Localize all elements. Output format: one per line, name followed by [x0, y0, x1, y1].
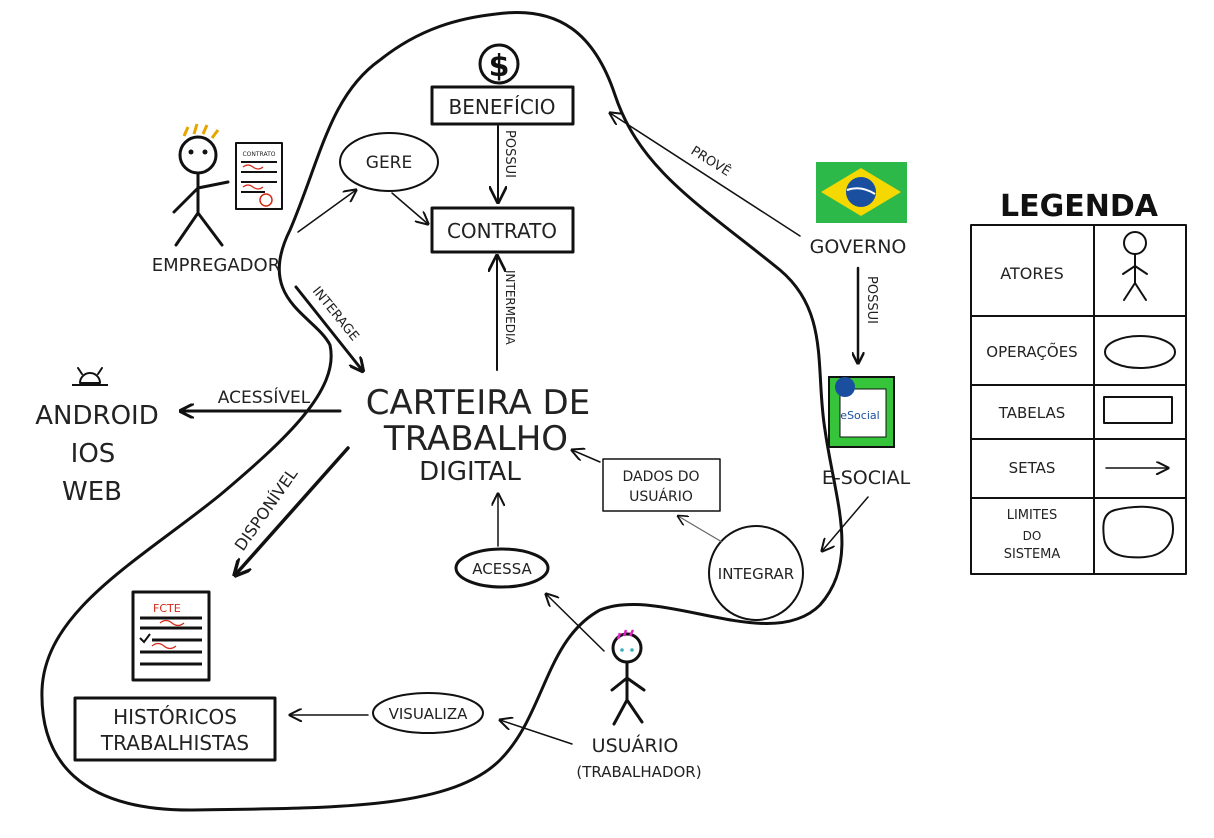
- svg-text:FCTE: FCTE: [153, 602, 181, 615]
- legend-table: [970, 224, 1187, 575]
- beneficio-label: BENEFÍCIO: [449, 95, 556, 119]
- platform-ios: IOS: [71, 439, 116, 469]
- svg-text:CONTRATO: CONTRATO: [242, 151, 275, 158]
- governo-label: GOVERNO: [810, 236, 907, 258]
- legend-row-label: TABELAS: [998, 404, 1066, 422]
- contract-document-icon: CONTRATO: [235, 142, 283, 210]
- carteira-title-line3: DIGITAL: [419, 457, 521, 487]
- platform-web: WEB: [62, 477, 122, 507]
- platform-android: ANDROID: [35, 401, 158, 431]
- svg-text:eSocial: eSocial: [840, 409, 879, 422]
- usuario-label-line1: USUÁRIO: [592, 734, 679, 757]
- acessivel-edge-label: ACESSÍVEL: [218, 386, 311, 408]
- carteira-title-line1: CARTEIRA DE: [366, 383, 590, 423]
- dados-usuario-table: [602, 458, 721, 512]
- esocial-to-integrar-arrow: [822, 496, 869, 551]
- intermedia-edge-label: INTERMEDIA: [503, 270, 517, 345]
- legend-rectangle-symbol: [1103, 396, 1173, 424]
- empregador-label: EMPREGADOR: [152, 255, 280, 276]
- prove-edge-label: PROVÊ: [688, 143, 734, 180]
- integrar-to-dados-arrow: [678, 516, 723, 543]
- svg-text:$: $: [489, 49, 510, 84]
- stick-figure-icon: [1122, 231, 1148, 301]
- integrar-label: INTEGRAR: [718, 565, 794, 583]
- dollar-icon: $: [478, 43, 520, 85]
- visualiza-operation: [372, 692, 484, 734]
- carteira-title-line2: TRABALHO: [383, 419, 568, 459]
- dados-to-carteira-arrow: [572, 450, 601, 463]
- brazil-flag-icon: [816, 162, 907, 223]
- legend-ellipse-symbol: [1104, 335, 1176, 369]
- legend-row-label: DO: [1023, 529, 1042, 543]
- legend-row-label: ATORES: [1000, 264, 1063, 283]
- historicos-label-line2: TRABALHISTAS: [100, 731, 249, 755]
- android-icon: [72, 367, 108, 386]
- usuario-actor-icon: [610, 629, 646, 726]
- integrar-operation: [708, 525, 804, 621]
- legend-row-label: SETAS: [1009, 459, 1056, 477]
- legend-blob-symbol: [1102, 505, 1174, 559]
- acessa-label: ACESSA: [472, 560, 532, 578]
- legend-row-label: LIMITES: [1007, 508, 1058, 523]
- prove-arrow: [610, 113, 801, 237]
- empregador-actor-icon: [172, 123, 230, 247]
- possui-edge-label: POSSUI: [502, 130, 517, 178]
- legend-row-label: OPERAÇÕES: [986, 342, 1077, 361]
- gere-to-contrato-arrow: [391, 192, 428, 224]
- gere-operation: [339, 132, 439, 192]
- dados-usuario-label-line1: DADOS DO: [622, 469, 699, 485]
- visualiza-label: VISUALIZA: [389, 705, 469, 723]
- work-history-document-icon: FCTE: [131, 590, 211, 682]
- legend-title: LEGENDA: [1000, 189, 1159, 224]
- gere-label: GERE: [366, 153, 412, 173]
- contrato-table: [430, 206, 575, 254]
- beneficio-table: [430, 85, 575, 126]
- contrato-label: CONTRATO: [447, 219, 557, 243]
- acessa-operation: [454, 547, 550, 589]
- system-boundary: [40, 11, 844, 812]
- historicos-table: [73, 696, 277, 762]
- usuario-to-acessa-arrow: [546, 594, 605, 652]
- legend-row-label: SISTEMA: [1004, 547, 1061, 562]
- usuario-label-line2: (TRABALHADOR): [576, 763, 701, 781]
- interage-arrow: [294, 285, 362, 370]
- usuario-to-visualiza-arrow: [500, 720, 573, 745]
- historicos-label-line1: HISTÓRICOS: [113, 705, 237, 729]
- empregador-to-gere-arrow: [297, 190, 356, 233]
- esocial-label: E-SOCIAL: [822, 467, 911, 489]
- disponivel-arrow: [236, 446, 350, 574]
- esocial-logo-icon: eSocial: [828, 376, 895, 448]
- dados-usuario-label-line2: USUÁRIO: [629, 488, 693, 505]
- governo-possui-edge-label: POSSUI: [864, 276, 879, 324]
